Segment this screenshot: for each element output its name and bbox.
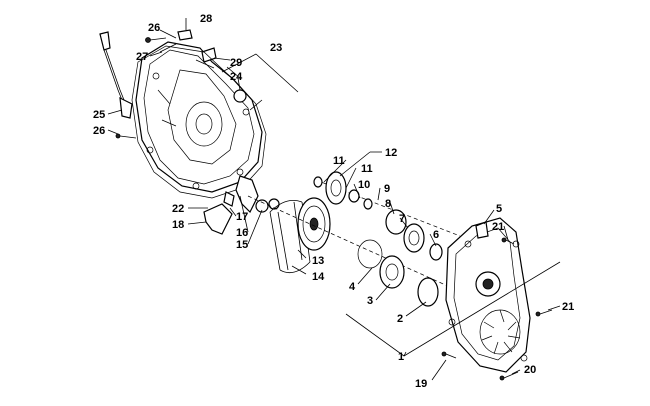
callout-labels: 1 2 3 4 5 6 7 8 9 10 11 11 12 13 14 15 1…: [93, 13, 574, 390]
callout-29: 29: [230, 57, 242, 69]
callout-21-upper: 21: [492, 221, 504, 233]
callout-3: 3: [367, 295, 373, 307]
callout-28: 28: [200, 13, 212, 25]
callout-5: 5: [496, 203, 502, 215]
callout-21-lower: 21: [562, 301, 574, 313]
callout-4: 4: [349, 281, 356, 293]
chaincase-cover: [135, 41, 263, 193]
callout-26-top: 26: [148, 22, 160, 34]
callout-2: 2: [397, 313, 403, 325]
gasket: [131, 45, 267, 199]
callout-26-left: 26: [93, 125, 105, 137]
bearing-stack: [357, 209, 443, 307]
callout-24: 24: [230, 71, 243, 83]
callout-11-upper-right: 11: [361, 163, 373, 175]
callout-11-upper-left: 11: [333, 155, 345, 167]
callout-20: 20: [524, 364, 536, 376]
callout-19: 19: [415, 378, 427, 390]
callout-15: 15: [236, 239, 248, 251]
callout-25: 25: [93, 109, 105, 121]
callout-14: 14: [312, 271, 325, 283]
housing-fasteners: [441, 237, 553, 381]
drive-chain: [269, 199, 311, 274]
callout-17: 17: [236, 211, 248, 223]
callout-13: 13: [312, 255, 324, 267]
callout-22: 22: [172, 203, 184, 215]
chaincase-housing: [445, 217, 531, 373]
upper-axis: [315, 179, 461, 237]
callout-23: 23: [270, 42, 282, 54]
dipstick: [99, 31, 133, 119]
callout-9: 9: [384, 183, 390, 195]
large-sprocket: [297, 197, 331, 251]
callout-18: 18: [172, 219, 184, 231]
callout-10: 10: [358, 179, 370, 191]
callout-12: 12: [385, 147, 397, 159]
callout-16: 16: [236, 227, 248, 239]
shaft-axis: [247, 195, 471, 297]
callout-7: 7: [399, 213, 405, 225]
cover-fasteners: [115, 29, 247, 139]
upper-gear-stack: [313, 171, 373, 210]
leader-lines: [107, 18, 561, 381]
callout-27: 27: [136, 51, 148, 63]
callout-8: 8: [385, 198, 391, 210]
callout-1: 1: [398, 351, 404, 363]
callout-6: 6: [433, 229, 439, 241]
